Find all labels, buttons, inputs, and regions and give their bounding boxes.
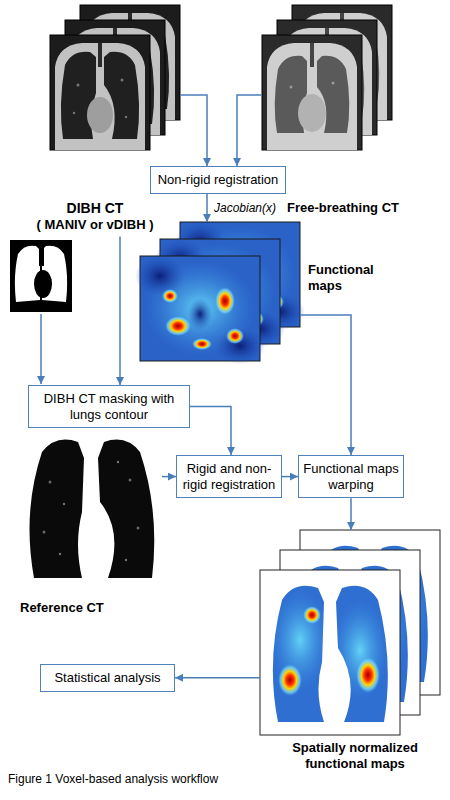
ct-vessel: [63, 503, 65, 505]
connector-arrow: [300, 315, 351, 455]
box-label: Functional maps warping: [302, 461, 400, 492]
connector-arrow: [190, 407, 231, 455]
box-label: DIBH CT masking with lungs contour: [32, 391, 186, 422]
ct-vessel: [125, 559, 127, 561]
image-stack: Reference CT: [20, 432, 162, 592]
image-caption: Functional maps: [308, 262, 388, 293]
connector-arrow: [282, 476, 298, 478]
mask-arrow: [40, 314, 42, 384]
normalized-map-slice: [260, 570, 400, 735]
process-box: Functional maps warping: [298, 455, 404, 498]
figure-caption: Figure 1 Voxel-based analysis workflow: [8, 772, 218, 786]
connector-arrow: [119, 236, 121, 385]
ct-vessel: [49, 481, 52, 484]
image-caption: ( MANIV or vDIBH ): [15, 217, 175, 233]
connector-arrow: [206, 194, 208, 222]
connector-arrow: [175, 677, 260, 679]
box-label: Non-rigid registration: [154, 172, 282, 188]
stack-caption: Spatially normalized functional maps: [270, 740, 440, 771]
image-caption: Reference CT: [20, 600, 160, 616]
image-caption: DIBH CT: [15, 200, 175, 217]
functional-map-slice: [135, 256, 265, 364]
mask-lung: [15, 246, 40, 302]
image-caption: Free-breathing CT: [278, 200, 408, 216]
connector-arrow: [180, 95, 207, 166]
process-box: Rigid and non-rigid registration: [176, 455, 282, 498]
process-box: Non-rigid registration: [150, 166, 286, 194]
ct-vessel: [129, 479, 132, 482]
image-stack: Free-breathing CT: [262, 5, 392, 150]
edge-label: Jacobian(x): [213, 201, 277, 215]
image-stack: Spatially normalized functional maps: [260, 530, 440, 735]
mask-heart: [34, 270, 52, 298]
box-label: Statistical analysis: [44, 670, 171, 686]
process-box: Statistical analysis: [40, 664, 175, 692]
connector-arrow: [162, 476, 176, 478]
stack-caption: Reference CT: [20, 600, 160, 616]
image-stack: Functional maps: [140, 222, 300, 361]
image-caption: Spatially normalized functional maps: [270, 740, 440, 771]
ct-vessel: [137, 527, 140, 530]
stack-caption: Free-breathing CT: [278, 200, 408, 216]
ct-vessel: [43, 531, 46, 534]
stack-caption: Functional maps: [308, 262, 388, 293]
box-label: Rigid and non-rigid registration: [180, 461, 278, 492]
ct-lung: [30, 440, 85, 578]
lung-mask-image: [10, 240, 72, 312]
ct-slice: [262, 35, 362, 150]
ct-slice: [50, 35, 150, 150]
mask-ground: [10, 240, 72, 312]
mask-mediastinum: [39, 244, 44, 266]
connector-arrow: [237, 95, 262, 166]
stack-caption: DIBH CT( MANIV or vDIBH ): [15, 200, 175, 232]
ct-lung: [98, 440, 154, 578]
connector-arrow: [350, 498, 352, 530]
image-stack: DIBH CT( MANIV or vDIBH ): [50, 5, 180, 150]
reference-ct-image: [30, 440, 155, 578]
ct-vessel: [117, 461, 119, 463]
ct-vessel: [59, 553, 61, 555]
process-box: DIBH CT masking with lungs contour: [28, 385, 190, 428]
